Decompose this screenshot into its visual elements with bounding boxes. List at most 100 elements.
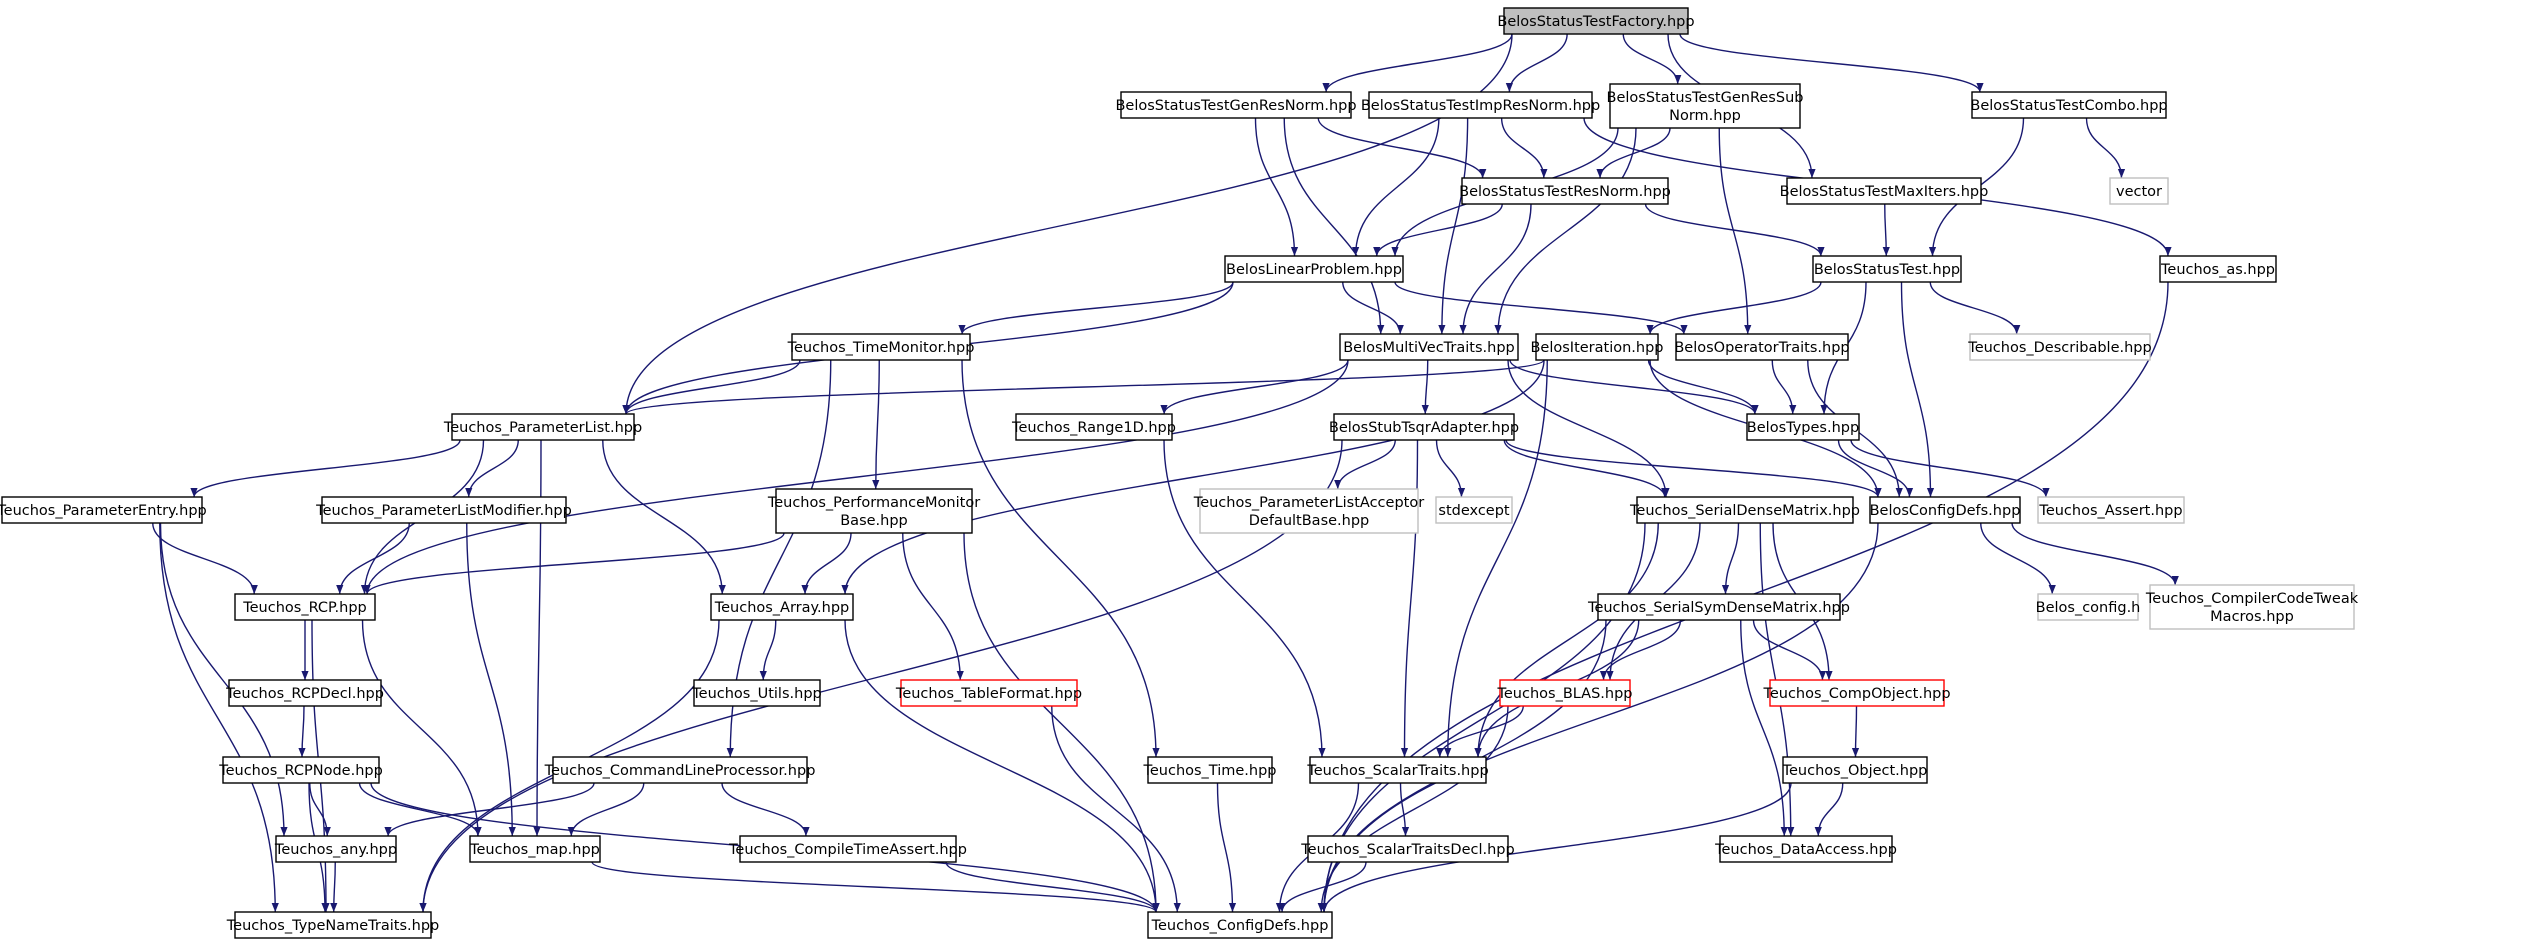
- node-tsqr[interactable]: BelosStubTsqrAdapter.hpp: [1329, 413, 1519, 441]
- node-configdefs[interactable]: Teuchos_ConfigDefs.hpp: [1147, 911, 1333, 939]
- node-box: [693, 679, 821, 707]
- node-box: [1499, 679, 1631, 707]
- node-factory[interactable]: BelosStatusTestFactory.hpp: [1497, 7, 1695, 35]
- node-box: [1309, 756, 1487, 784]
- node-configdefs_belos[interactable]: BelosConfigDefs.hpp: [1869, 496, 2021, 524]
- node-box: [1869, 496, 2021, 524]
- node-cta[interactable]: Teuchos_CompileTimeAssert.hpp: [728, 835, 967, 863]
- node-box: [1719, 835, 1893, 863]
- node-box: [1769, 679, 1945, 707]
- node-any[interactable]: Teuchos_any.hpp: [274, 835, 397, 863]
- node-label: Teuchos_ScalarTraitsDecl.hpp: [1300, 842, 1514, 858]
- node-rcpdecl[interactable]: Teuchos_RCPDecl.hpp: [225, 679, 384, 707]
- node-optraits[interactable]: BelosOperatorTraits.hpp: [1674, 333, 1850, 361]
- node-box: [900, 679, 1078, 707]
- edge-tsqr-to-sdm: [1503, 439, 1669, 498]
- node-belostypes[interactable]: BelosTypes.hpp: [1746, 413, 1860, 441]
- node-belosconfig[interactable]: Belos_config.h: [2036, 593, 2141, 621]
- node-paramentry[interactable]: Teuchos_ParameterEntry.hpp: [0, 496, 207, 524]
- node-stdexcept[interactable]: stdexcept: [1435, 496, 1513, 524]
- node-rcpnode[interactable]: Teuchos_RCPNode.hpp: [218, 756, 383, 784]
- node-label: BelosStatusTestGenResSub: [1607, 90, 1804, 106]
- edge-belostypes-to-configdefs_belos: [1837, 439, 1914, 498]
- node-utils[interactable]: Teuchos_Utils.hpp: [691, 679, 822, 707]
- node-genresnorm[interactable]: BelosStatusTestGenResNorm.hpp: [1115, 91, 1357, 119]
- node-box: [1812, 255, 1962, 283]
- node-box: [222, 756, 380, 784]
- node-mvtraits[interactable]: BelosMultiVecTraits.hpp: [1339, 333, 1519, 361]
- node-maxiters[interactable]: BelosStatusTestMaxIters.hpp: [1780, 177, 1989, 205]
- node-range1d[interactable]: Teuchos_Range1D.hpp: [1011, 413, 1176, 441]
- edge-impresnorm-to-mvtraits: [1438, 117, 1469, 335]
- node-label: Teuchos_RCPDecl.hpp: [225, 686, 384, 702]
- edge-maxiters-to-statustest: [1882, 203, 1890, 257]
- node-box: [1746, 413, 1860, 441]
- node-box: [552, 756, 808, 784]
- node-box: [710, 593, 854, 621]
- node-scalartraits[interactable]: Teuchos_ScalarTraits.hpp: [1306, 756, 1489, 784]
- edge-paramlist-to-plmod: [465, 439, 519, 498]
- node-label: DefaultBase.hpp: [1249, 513, 1370, 529]
- node-label: Teuchos_Array.hpp: [714, 600, 850, 616]
- edge-plmod-to-map: [466, 522, 516, 837]
- node-label: Teuchos_PerformanceMonitor: [767, 495, 980, 511]
- node-box: [1609, 83, 1801, 129]
- node-map[interactable]: Teuchos_map.hpp: [469, 835, 601, 863]
- node-timemon[interactable]: Teuchos_TimeMonitor.hpp: [787, 333, 975, 361]
- node-sdm[interactable]: Teuchos_SerialDenseMatrix.hpp: [1629, 496, 1860, 524]
- node-object[interactable]: Teuchos_Object.hpp: [1782, 756, 1928, 784]
- node-iteration[interactable]: BelosIteration.hpp: [1530, 333, 1664, 361]
- node-box: [1, 496, 203, 524]
- node-box: [1782, 756, 1928, 784]
- node-clp[interactable]: Teuchos_CommandLineProcessor.hpp: [544, 756, 816, 784]
- node-box: [775, 488, 973, 534]
- node-time[interactable]: Teuchos_Time.hpp: [1142, 756, 1277, 784]
- node-box: [1461, 177, 1669, 205]
- node-tableformat[interactable]: Teuchos_TableFormat.hpp: [895, 679, 1082, 707]
- node-stdecl[interactable]: Teuchos_ScalarTraitsDecl.hpp: [1300, 835, 1515, 863]
- node-as[interactable]: Teuchos_as.hpp: [2159, 255, 2277, 283]
- edge-factory-to-genresnorm: [1322, 33, 1513, 93]
- node-box: [1147, 756, 1273, 784]
- node-box: [234, 593, 376, 621]
- edge-rcpdecl-to-rcpnode: [298, 705, 306, 758]
- node-compobj[interactable]: Teuchos_CompObject.hpp: [1762, 679, 1951, 707]
- edge-rcp-to-map: [361, 619, 482, 837]
- node-box: [1971, 91, 2167, 119]
- node-label: BelosTypes.hpp: [1747, 420, 1859, 436]
- node-box: [1224, 255, 1404, 283]
- node-label: Macros.hpp: [2210, 609, 2294, 625]
- node-blas[interactable]: Teuchos_BLAS.hpp: [1496, 679, 1633, 707]
- node-linprob[interactable]: BelosLinearProblem.hpp: [1224, 255, 1404, 283]
- node-assert[interactable]: Teuchos_Assert.hpp: [2037, 496, 2185, 524]
- node-paramlist[interactable]: Teuchos_ParameterList.hpp: [443, 413, 642, 441]
- node-vector[interactable]: vector: [2109, 177, 2169, 205]
- edge-iteration-to-scalartraits: [1444, 359, 1548, 758]
- node-label: BelosConfigDefs.hpp: [1870, 503, 2021, 519]
- node-ssdm[interactable]: Teuchos_SerialSymDenseMatrix.hpp: [1587, 593, 1850, 621]
- node-typenametraits[interactable]: Teuchos_TypeNameTraits.hpp: [226, 911, 439, 939]
- edge-ssdm-to-dataaccess: [1740, 619, 1788, 837]
- node-box: [1969, 333, 2151, 361]
- edge-configdefs_belos-to-cctm: [2011, 522, 2179, 586]
- edge-perfmon-to-array: [801, 532, 852, 595]
- node-array[interactable]: Teuchos_Array.hpp: [710, 593, 854, 621]
- node-impresnorm[interactable]: BelosStatusTestImpResNorm.hpp: [1361, 91, 1600, 119]
- node-rcp[interactable]: Teuchos_RCP.hpp: [234, 593, 376, 621]
- node-dataaccess[interactable]: Teuchos_DataAccess.hpp: [1714, 835, 1897, 863]
- node-combo[interactable]: BelosStatusTestCombo.hpp: [1970, 91, 2168, 119]
- node-plmod[interactable]: Teuchos_ParameterListModifier.hpp: [315, 496, 572, 524]
- edge-statustest-to-iteration: [1646, 281, 1822, 335]
- node-label: Teuchos_ParameterEntry.hpp: [0, 503, 207, 519]
- edge-factory-to-genressub: [1622, 33, 1682, 85]
- edge-mvtraits-to-rcp: [363, 359, 1349, 595]
- node-box: [2149, 584, 2355, 630]
- node-resnorm[interactable]: BelosStatusTestResNorm.hpp: [1459, 177, 1671, 205]
- node-placceptor[interactable]: Teuchos_ParameterListAcceptorDefaultBase…: [1193, 488, 1424, 534]
- node-describable[interactable]: Teuchos_Describable.hpp: [1967, 333, 2152, 361]
- node-box: [1333, 413, 1515, 441]
- node-statustest[interactable]: BelosStatusTest.hpp: [1812, 255, 1962, 283]
